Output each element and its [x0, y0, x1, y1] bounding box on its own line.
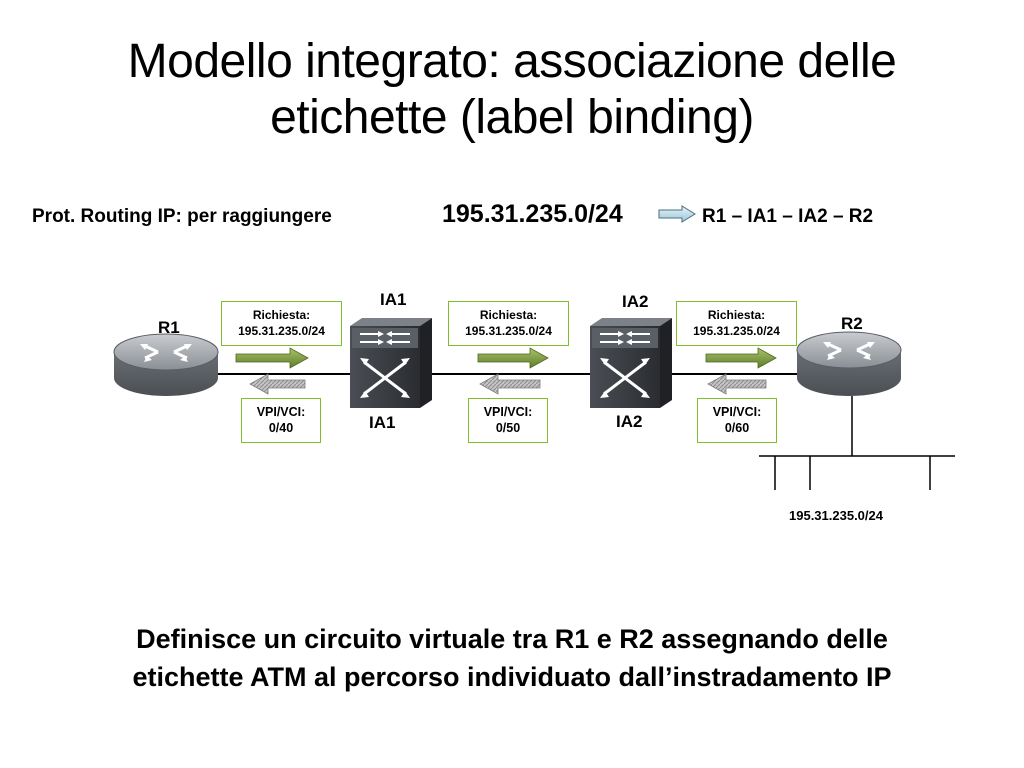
vpivci-box-1-value: 0/40 — [268, 421, 294, 435]
label-arrow-1-icon — [249, 373, 306, 395]
node-label-ia2-bottom: IA2 — [616, 412, 643, 431]
vpivci-box-3-value: 0/60 — [724, 421, 750, 435]
title-line-2: etichette (label binding) — [270, 91, 754, 144]
footer-line-1: Definisce un circuito virtuale tra R1 e … — [136, 624, 888, 654]
request-box-3: Richiesta: 195.31.235.0/24 — [676, 301, 797, 346]
request-box-2-network: 195.31.235.0/24 — [465, 324, 552, 338]
atm-switch-ia1-icon — [350, 318, 432, 408]
atm-switch-ia2-icon — [590, 318, 672, 408]
node-label-ia2-top: IA2 — [622, 292, 649, 311]
lan-network-label: 195.31.235.0/24 — [789, 508, 883, 523]
request-box-1-network: 195.31.235.0/24 — [238, 324, 325, 338]
title-line-1: Modello integrato: associazione delle — [127, 35, 897, 88]
vpivci-box-2: VPI/VCI: 0/50 — [468, 398, 548, 443]
slide-footer: Definisce un circuito virtuale tra R1 e … — [0, 620, 1024, 696]
label-arrow-2-icon — [479, 373, 541, 395]
request-arrow-3-icon — [705, 347, 777, 369]
vpivci-box-2-value: 0/50 — [495, 421, 521, 435]
routing-path: R1 – IA1 – IA2 – R2 — [702, 206, 874, 227]
router-r1-icon — [113, 333, 219, 396]
vpivci-box-1: VPI/VCI: 0/40 — [241, 398, 321, 443]
request-arrow-2-icon — [477, 347, 549, 369]
node-label-r2: R2 — [841, 314, 863, 333]
slide-title: Modello integrato: associazione delle et… — [0, 34, 1024, 146]
node-label-ia1-top: IA1 — [380, 290, 407, 309]
node-label-r1: R1 — [158, 318, 180, 337]
request-box-1: Richiesta: 195.31.235.0/24 — [221, 301, 342, 346]
request-box-2: Richiesta: 195.31.235.0/24 — [448, 301, 569, 346]
request-box-3-network: 195.31.235.0/24 — [693, 324, 780, 338]
routing-label: Prot. Routing IP: per raggiungere — [32, 206, 332, 227]
routing-arrow-icon — [658, 205, 696, 223]
routing-network: 195.31.235.0/24 — [442, 200, 623, 228]
vpivci-box-2-title: VPI/VCI: — [483, 405, 533, 419]
node-label-ia1-bottom: IA1 — [369, 413, 396, 432]
request-arrow-1-icon — [235, 347, 309, 369]
vpivci-box-1-title: VPI/VCI: — [256, 405, 306, 419]
vpivci-box-3: VPI/VCI: 0/60 — [697, 398, 777, 443]
request-box-2-title: Richiesta: — [479, 308, 538, 322]
vpivci-box-3-title: VPI/VCI: — [712, 405, 762, 419]
routing-statement: Prot. Routing IP: per raggiungere 195.31… — [32, 198, 1012, 232]
label-arrow-3-icon — [707, 373, 767, 395]
lan-segment — [759, 396, 955, 490]
request-box-3-title: Richiesta: — [707, 308, 766, 322]
footer-line-2: etichette ATM al percorso individuato da… — [132, 662, 892, 692]
router-r2-icon — [796, 331, 902, 396]
request-box-1-title: Richiesta: — [252, 308, 311, 322]
